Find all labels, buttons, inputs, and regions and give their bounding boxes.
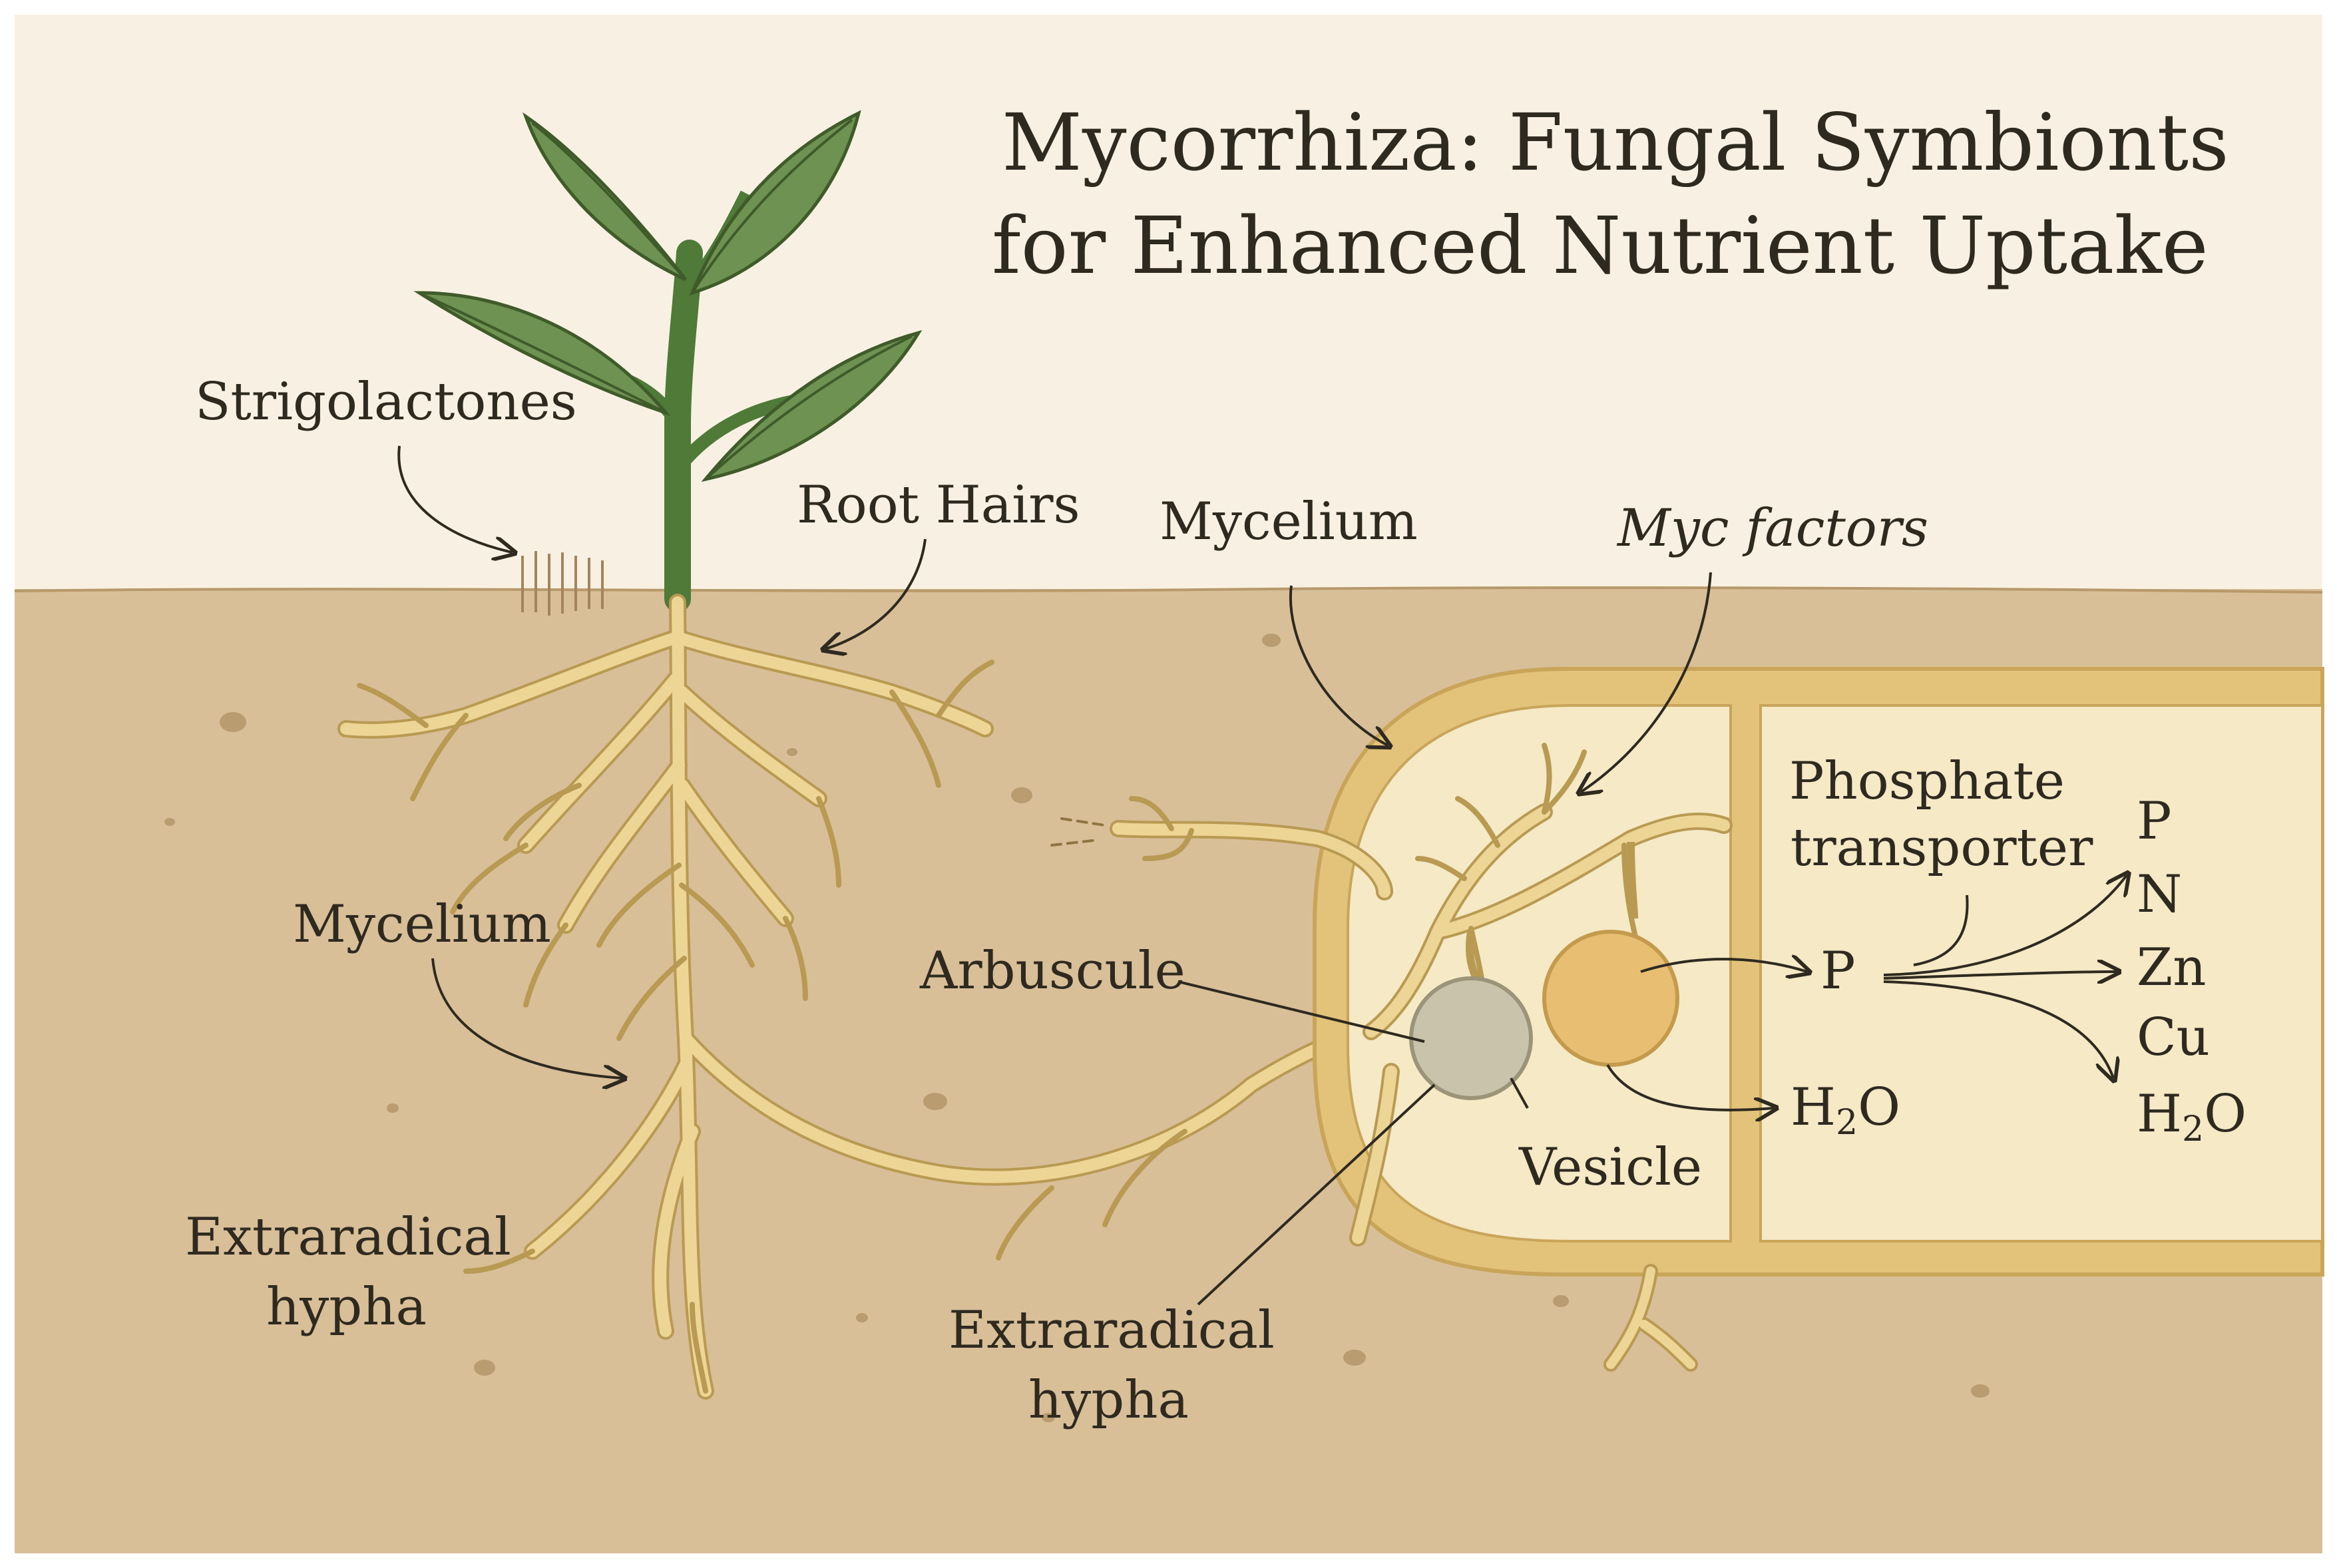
label-mycelium-top: Mycelium (1160, 492, 1418, 552)
title-line-1: Mycorrhiza: Fungal Symbionts (1002, 97, 2229, 188)
label-root-hairs: Root Hairs (797, 475, 1080, 535)
leaf-right (701, 329, 923, 482)
arrow-myc-factors (1581, 572, 1712, 792)
leader-arbuscule (1177, 980, 1425, 1043)
label-mycelium-left: Mycelium (293, 894, 551, 954)
vesicle-orange (1542, 841, 1679, 1067)
arrow-to-zn (1883, 972, 2117, 978)
label-h2o-center: H2O (1791, 1078, 1900, 1143)
leader-phosphate (1913, 894, 1969, 966)
hypha-below-cell (1603, 1264, 1698, 1372)
arrow-h2o-center (1606, 1064, 1774, 1110)
label-extraradical-left-1: Extraradical (185, 1207, 511, 1267)
label-strigolactones: Strigolactones (195, 372, 577, 432)
arrow-mycelium-left (431, 958, 622, 1078)
nutrient-zn: Zn (2137, 938, 2206, 998)
root-system (337, 594, 1380, 1400)
label-extraradical-left-2: hypha (266, 1277, 427, 1337)
nutrient-n: N (2137, 865, 2182, 924)
label-vesicle: Vesicle (1518, 1137, 1702, 1197)
arrow-to-cu (1883, 980, 2113, 1078)
nutrient-cu: Cu (2137, 1008, 2210, 1068)
arrow-strigolactones (397, 445, 513, 552)
arrow-p-center (1640, 959, 1807, 972)
leader-vesicle (1510, 1078, 1529, 1109)
label-extraradical-mid-1: Extraradical (949, 1300, 1275, 1360)
label-arbuscule: Arbuscule (919, 941, 1185, 1001)
label-phosphate-2: transporter (1791, 818, 2093, 878)
leaf-top-right (689, 110, 861, 295)
label-p-center: P (1820, 941, 1855, 1001)
arrow-to-p (1883, 875, 2127, 976)
label-myc-factors: Myc factors (1616, 498, 1928, 558)
leader-extraradical-mid (1197, 1083, 1436, 1306)
leaf-top-left (523, 112, 687, 282)
nutrient-p: P (2137, 791, 2171, 851)
arrow-mycelium-top (1289, 585, 1388, 745)
arrow-root-hairs (825, 538, 927, 649)
arbuscule-hyphae (1050, 743, 1733, 1247)
leader-lines (397, 445, 2127, 1306)
label-phosphate-1: Phosphate (1789, 751, 2065, 811)
nutrient-h2o: H2O (2137, 1084, 2246, 1149)
plant-shoot (413, 110, 923, 612)
leaf-midribs (425, 118, 913, 481)
label-extraradical-mid-2: hypha (1028, 1370, 1189, 1430)
soil-surface-line (14, 586, 2323, 594)
title-line-2: for Enhanced Nutrient Uptake (992, 200, 2209, 292)
root-hairs-strigolactone (521, 551, 604, 616)
stem (664, 240, 703, 612)
